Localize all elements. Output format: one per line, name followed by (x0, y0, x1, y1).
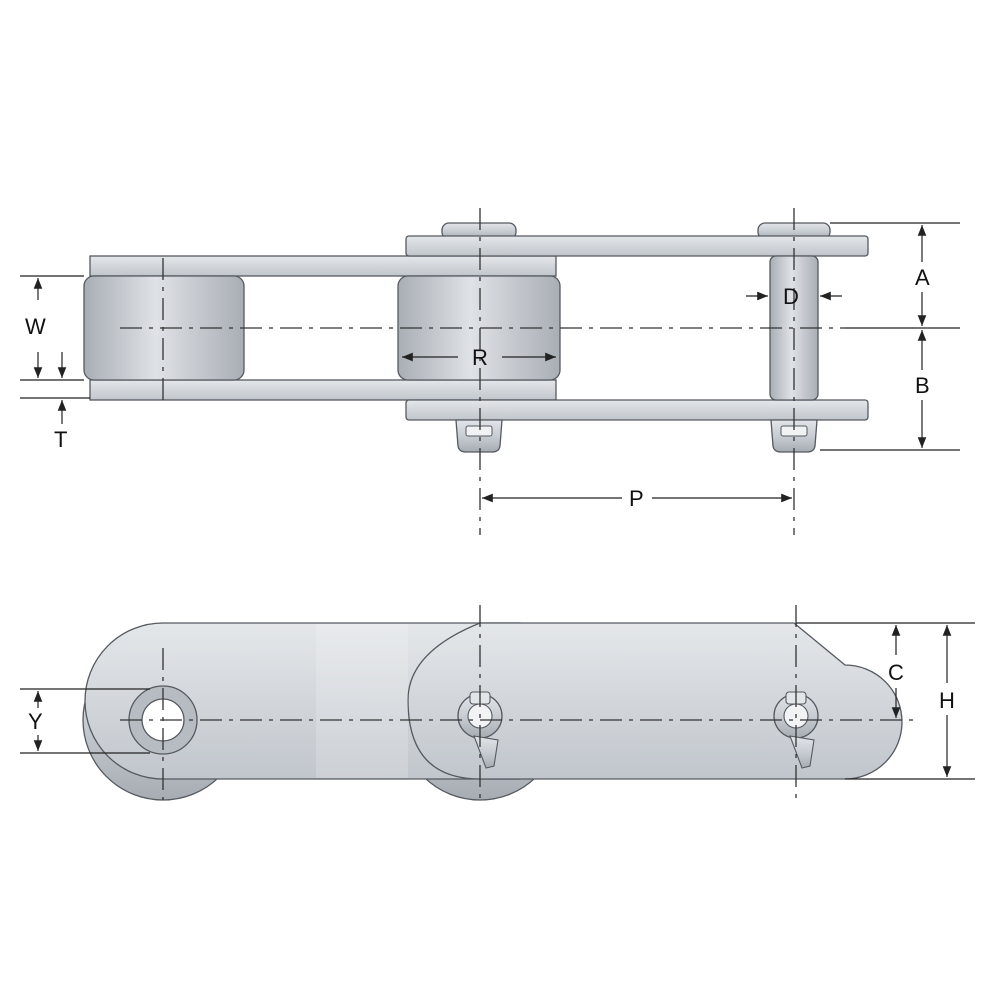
outer-plate-top (405, 235, 869, 257)
label-d: D (783, 284, 799, 309)
label-c: C (888, 660, 904, 685)
label-y: Y (28, 709, 43, 734)
label-r: R (472, 345, 488, 370)
label-w: W (25, 314, 46, 339)
label-h: H (939, 688, 955, 713)
outer-plate-bottom (405, 399, 869, 421)
label-p: P (629, 486, 644, 511)
side-plate-outer (407, 622, 903, 780)
inner-plate-top (89, 255, 557, 277)
cotter-slot-middle (465, 425, 493, 437)
label-t: T (54, 427, 67, 452)
top-view: W T R D A B P (20, 208, 960, 535)
label-a: A (915, 265, 930, 290)
label-b: B (915, 373, 930, 398)
side-plate-inner (84, 622, 521, 780)
cotter-pin-right (773, 691, 819, 769)
side-view: Y C H (20, 605, 975, 801)
inner-plate-bottom (89, 379, 557, 401)
